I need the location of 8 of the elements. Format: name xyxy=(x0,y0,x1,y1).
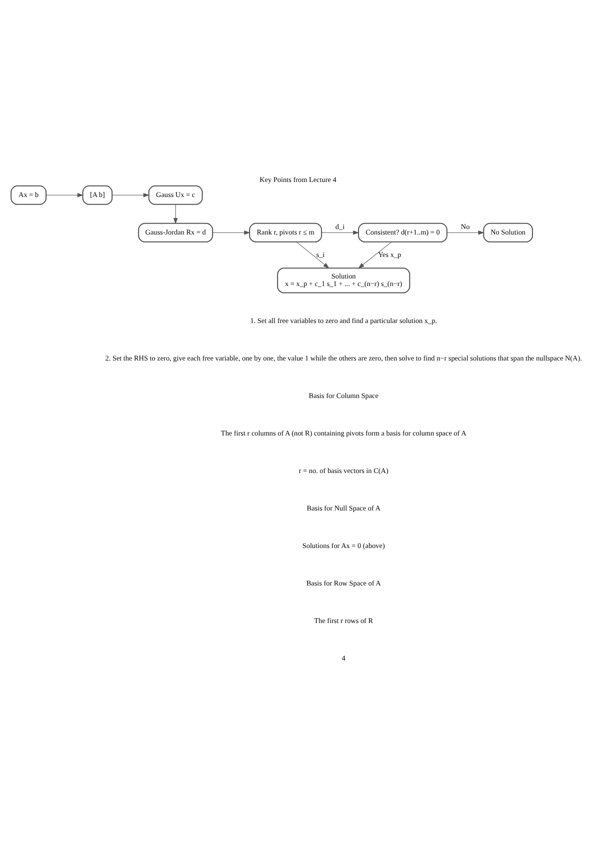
arrow xyxy=(212,230,250,235)
arrow xyxy=(320,230,359,235)
arrow xyxy=(111,192,150,198)
arrow xyxy=(45,192,84,198)
arrow xyxy=(358,242,392,268)
arrow xyxy=(296,242,329,268)
arrow xyxy=(172,204,178,224)
arrow xyxy=(446,230,484,235)
